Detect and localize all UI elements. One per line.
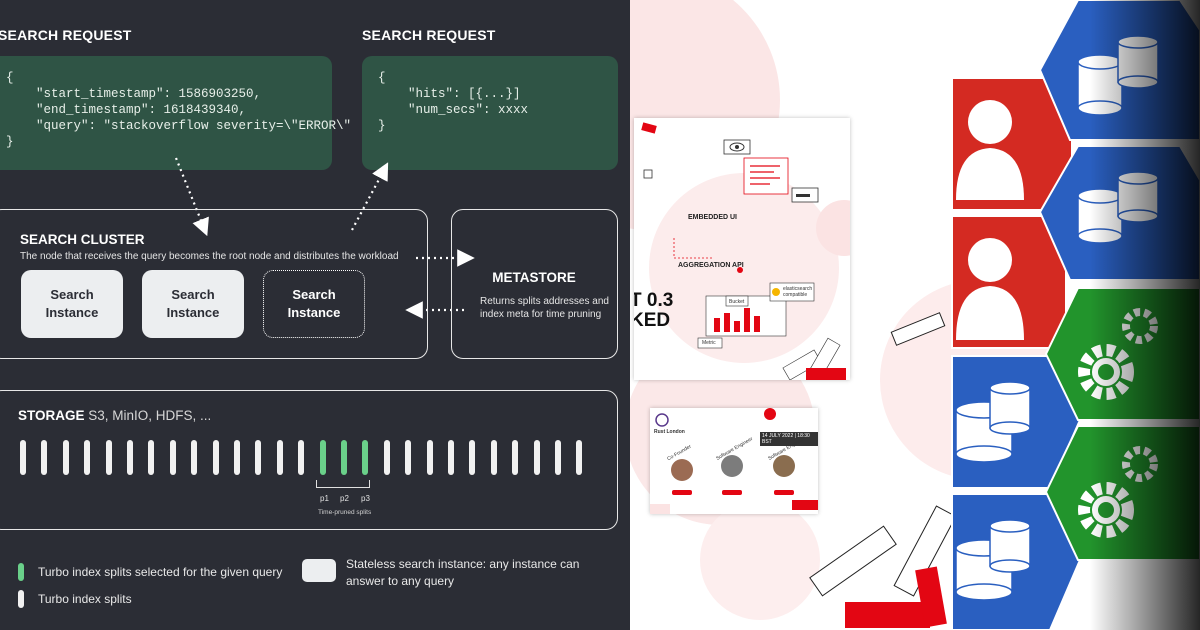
search-instance-2: Search Instance <box>142 270 244 338</box>
release-heading-line2: KED <box>634 310 671 331</box>
legend-stateless-text: Stateless search instance: any instance … <box>346 557 580 588</box>
meetup-illustration <box>650 408 818 514</box>
split-bar <box>20 440 26 475</box>
split-bar <box>448 440 454 475</box>
search-cluster-description: The node that receives the query becomes… <box>20 251 399 262</box>
split-bar <box>148 440 155 475</box>
storage-box <box>0 390 618 530</box>
split-bar <box>469 440 476 475</box>
pruned-caption: Time-pruned splits <box>318 509 372 516</box>
user-icon <box>956 100 1024 340</box>
storage-backends: S3, MinIO, HDFS, ... <box>88 408 212 423</box>
pruned-label-p1: p1 <box>320 494 329 503</box>
split-bar <box>191 440 198 475</box>
metric-label: Metric <box>702 340 716 346</box>
release-thumbnail: EMBEDDED UI AGGREGATION API T 0.3 KED Bu… <box>634 118 850 380</box>
meetup-thumbnail: Rust London 14 JULY 2022 | 18:30 BST Co-… <box>650 408 818 514</box>
response-code-block: { "hits": [{...}] "num_secs": xxxx } <box>362 56 618 170</box>
storage-label: STORAGE <box>18 408 85 423</box>
flow-arrows <box>174 157 475 319</box>
request-code-block: { "start_timestamp": 1586903250, "end_ti… <box>0 56 351 170</box>
split-bar <box>576 440 583 475</box>
split-bar <box>105 440 112 475</box>
metastore-box <box>451 209 618 359</box>
split-bar <box>533 440 540 475</box>
split-bar-selected <box>362 440 369 475</box>
release-illustration <box>641 122 850 380</box>
split-bar <box>212 440 219 475</box>
search-request-title: SEARCH REQUEST <box>0 27 132 43</box>
split-bar <box>512 440 519 475</box>
storage-title: STORAGE S3, MinIO, HDFS, ... <box>18 408 211 423</box>
split-bar <box>555 440 561 475</box>
legend-selected-text: Turbo index splits selected for the give… <box>38 565 283 579</box>
legend-selected-swatch <box>18 563 24 581</box>
pruned-label-p2: p2 <box>340 494 349 503</box>
split-bar <box>62 440 69 475</box>
pruned-label-p3: p3 <box>361 494 370 503</box>
legend-split-text: Turbo index splits <box>38 592 132 606</box>
architecture-diagram: SEARCH REQUEST { "start_timestamp": 1586… <box>0 0 630 630</box>
meetup-date: 14 JULY 2022 | 18:30 BST <box>760 432 818 446</box>
thumbnail-collage: EMBEDDED UI AGGREGATION API T 0.3 KED Bu… <box>630 0 1200 630</box>
right-edge-fade <box>1090 0 1200 630</box>
split-bar <box>298 440 305 475</box>
release-heading-line1: T 0.3 <box>634 290 674 311</box>
split-bar <box>169 440 176 475</box>
split-bar <box>41 440 48 475</box>
split-bar <box>255 440 262 475</box>
metastore-description: Returns splits addresses and index meta … <box>480 296 609 320</box>
split-bar-selected <box>341 440 347 475</box>
split-bar <box>276 440 283 475</box>
arrow-request-to-cluster <box>174 157 209 237</box>
search-instance-1: Search Instance <box>21 270 123 338</box>
search-response-title: SEARCH REQUEST <box>362 27 496 43</box>
search-instance-3: Search Instance <box>263 270 365 338</box>
metastore-title: METASTORE <box>492 270 576 285</box>
meetup-brand: Rust London <box>654 429 685 435</box>
split-bar <box>127 440 133 475</box>
search-cluster-box <box>0 209 428 359</box>
legend-split-swatch <box>18 590 24 608</box>
split-bar <box>383 440 390 475</box>
split-bar <box>405 440 412 475</box>
aggregation-api-label: AGGREGATION API <box>678 262 744 269</box>
split-bar-selected <box>319 440 326 475</box>
bucket-label: Bucket <box>729 299 745 305</box>
legend-stateless-swatch <box>302 559 336 582</box>
embedded-ui-label: EMBEDDED UI <box>688 214 738 221</box>
splits-row <box>20 440 600 476</box>
split-bar <box>490 440 497 475</box>
compat-label: elasticsearch compatible <box>783 286 813 298</box>
split-bar <box>234 440 240 475</box>
pruned-bracket <box>316 480 370 488</box>
search-cluster-title: SEARCH CLUSTER <box>20 232 145 247</box>
split-bar <box>84 440 91 475</box>
split-bar <box>426 440 433 475</box>
